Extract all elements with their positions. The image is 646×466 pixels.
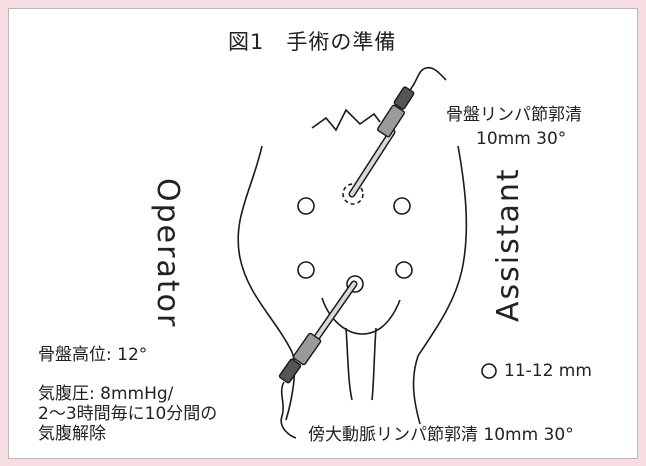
figure-panel xyxy=(8,8,638,459)
laparoscope-icon xyxy=(278,280,358,439)
assistant-label: Assistant xyxy=(491,167,526,322)
pelvic-elevation: 骨盤高位: 12° xyxy=(38,345,148,365)
pneumoperitoneum-line3: 気腹解除 xyxy=(38,424,106,444)
figure-title: 図1 手術の準備 xyxy=(228,30,397,54)
pneumoperitoneum-line1: 気腹圧: 8mmHg/ xyxy=(38,384,174,404)
port-lower-left xyxy=(297,261,315,279)
upper-port-label: 骨盤リンパ節郭清 xyxy=(446,105,582,125)
thigh-inner-right xyxy=(371,327,377,401)
torso-left-outline xyxy=(237,145,296,421)
port-lower-right xyxy=(395,261,413,279)
operator-label: Operator xyxy=(150,178,185,329)
port-upper-right xyxy=(393,197,411,215)
thigh-inner-left xyxy=(345,327,353,401)
hair-outline xyxy=(311,108,381,132)
port-upper-center xyxy=(342,183,364,205)
laparoscope-icon xyxy=(348,66,447,198)
port-legend-label: 11-12 mm xyxy=(504,361,592,381)
torso-right-outline xyxy=(412,145,468,425)
port-upper-left xyxy=(297,197,315,215)
lower-port-label: 傍大動脈リンパ節郭清 10mm 30° xyxy=(308,425,574,445)
trocar-port-icon xyxy=(481,363,497,379)
pneumoperitoneum-line2: 2〜3時間毎に10分間の xyxy=(38,404,218,424)
upper-port-spec: 10mm 30° xyxy=(476,129,567,149)
